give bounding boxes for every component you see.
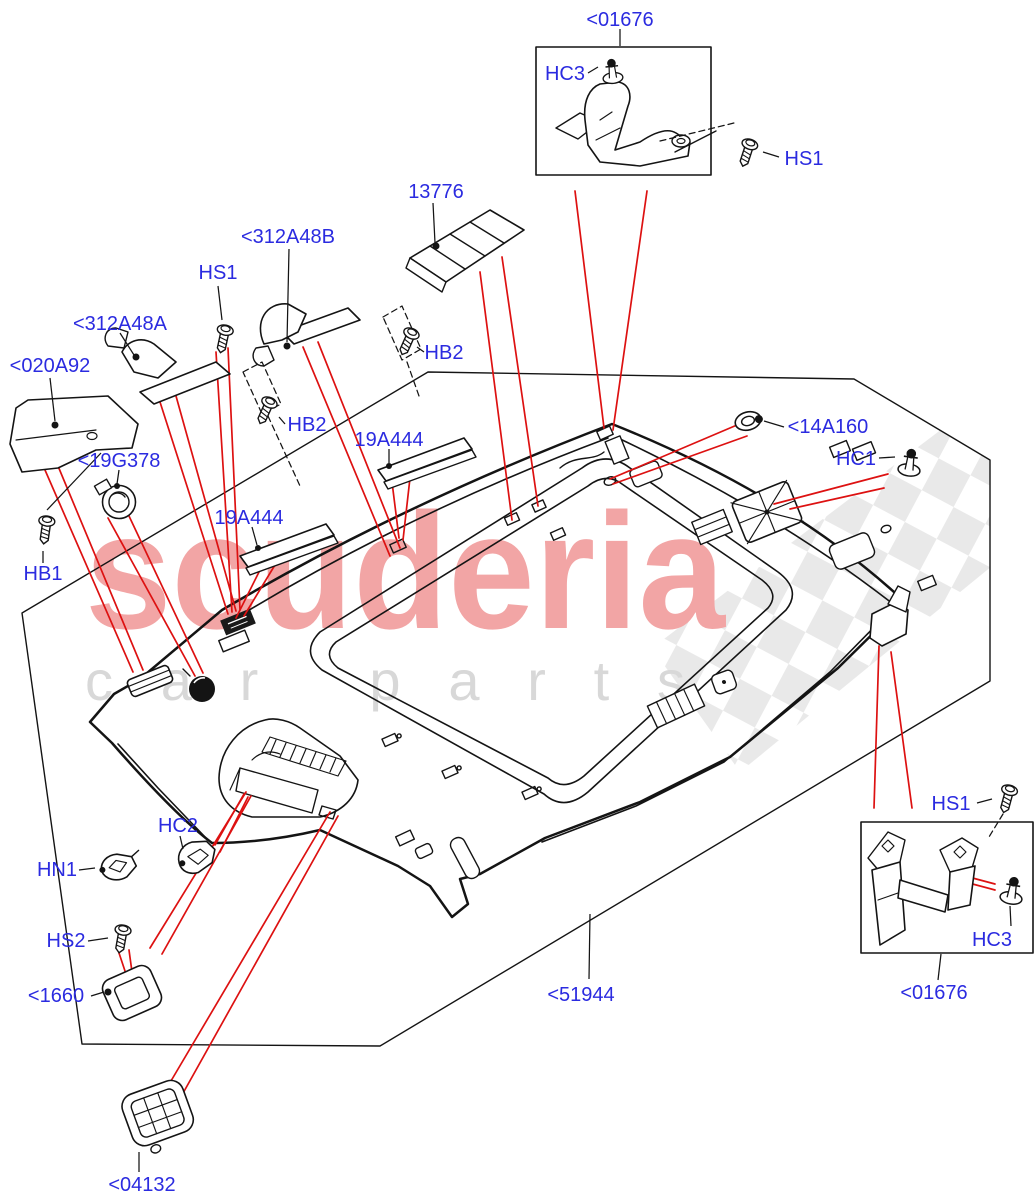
inset-top-hc3-clip (600, 57, 625, 86)
exploded-parts (9, 209, 924, 1172)
inset-bottom-bracket (867, 831, 979, 946)
inset-box-bottom (860, 782, 1034, 981)
part-label-hb1[interactable]: HB1 (24, 563, 63, 585)
part-1660 (101, 964, 163, 1022)
console-cutout (218, 718, 359, 820)
callout-labels: <01676HC3HS113776<312A48BHS1<312A48A<020… (10, 9, 1012, 1196)
frame-border (21, 371, 991, 1047)
watermark-brand-text: scuderia (85, 479, 726, 663)
part-label-hc1[interactable]: HC1 (836, 448, 876, 470)
black-leader-lines (42, 202, 896, 997)
part-label-19a444-right[interactable]: 19A444 (355, 429, 424, 451)
part-19a444-left (239, 523, 339, 576)
part-label-51944[interactable]: <51944 (547, 984, 614, 1006)
inset-box-top (535, 29, 780, 176)
part-label-hc2[interactable]: HC2 (158, 815, 198, 837)
part-19a444-right (377, 437, 477, 490)
part-label-312a48a[interactable]: <312A48A (73, 313, 168, 335)
part-label-13776[interactable]: 13776 (408, 181, 464, 203)
part-label-020a92[interactable]: <020A92 (10, 355, 91, 377)
part-label-hs1-top[interactable]: HS1 (785, 148, 824, 170)
part-hb2-right (382, 305, 422, 397)
part-312a48b (252, 303, 361, 367)
part-label-hb2-left[interactable]: HB2 (288, 414, 327, 436)
part-hb2-left (242, 361, 301, 487)
part-label-hs1-left[interactable]: HS1 (199, 262, 238, 284)
part-020a92 (9, 395, 139, 511)
edge-clip-black (220, 608, 256, 636)
part-label-14a160[interactable]: <14A160 (788, 416, 869, 438)
part-14a160 (734, 410, 763, 432)
part-04132 (121, 1079, 195, 1154)
part-label-19g378[interactable]: <19G378 (78, 450, 161, 472)
part-label-hc3-top[interactable]: HC3 (545, 63, 585, 85)
part-label-01676-bottom[interactable]: <01676 (900, 982, 967, 1004)
inset-bottom-hc3-clip (998, 874, 1027, 907)
part-label-hs2[interactable]: HS2 (47, 930, 86, 952)
part-label-hs1-bottom[interactable]: HS1 (932, 793, 971, 815)
part-label-312a48b[interactable]: <312A48B (241, 226, 335, 248)
inset-top-bracket (555, 81, 691, 167)
part-13776 (405, 209, 525, 293)
inset-bottom-hs1-screw (995, 782, 1020, 816)
part-hc2 (177, 840, 216, 875)
part-label-hb2-right[interactable]: HB2 (425, 342, 464, 364)
part-label-1660[interactable]: <1660 (28, 985, 84, 1007)
part-label-01676-top[interactable]: <01676 (586, 9, 653, 31)
installed-grommet-knob (182, 668, 215, 702)
part-label-hc3-bottom[interactable]: HC3 (972, 929, 1012, 951)
panel-details (126, 435, 937, 880)
part-312a48a (104, 327, 231, 405)
sunroof-clips (381, 425, 614, 801)
part-hn1 (99, 849, 140, 881)
part-label-19a444-left[interactable]: 19A444 (215, 507, 284, 529)
part-hs1-left-screw (211, 322, 235, 355)
inset-top-hs1-screw (734, 136, 760, 170)
part-label-hn1[interactable]: HN1 (37, 859, 77, 881)
part-19g378 (93, 478, 137, 520)
part-hb1-screw (35, 514, 57, 546)
part-label-04132[interactable]: <04132 (108, 1174, 175, 1196)
watermark-tagline-text: car parts (85, 649, 685, 712)
